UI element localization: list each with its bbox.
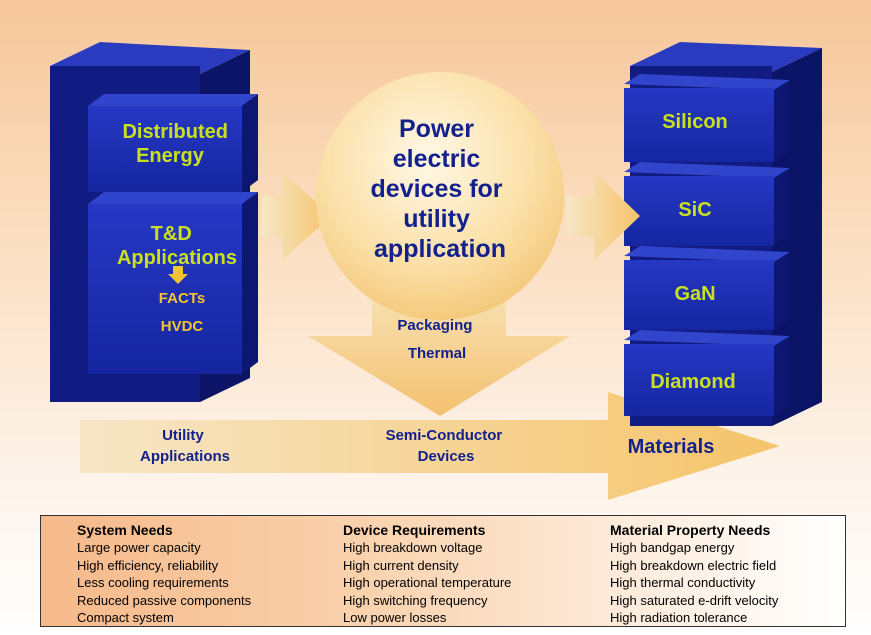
list-item: Less cooling requirements [77, 575, 229, 590]
diamond-label: Diamond [650, 371, 736, 393]
list-item: High efficiency, reliability [77, 557, 219, 573]
system-needs-column: System Needs Large power capacity High e… [77, 521, 251, 627]
sic-label: SiC [678, 199, 711, 221]
gan-label: GaN [674, 283, 715, 305]
materials-label: Materials [628, 436, 715, 458]
arrow-left-to-center [262, 172, 332, 260]
packaging-label: Packaging Thermal [397, 317, 476, 362]
left-stack [50, 42, 258, 402]
facts-label: FACTs [159, 290, 205, 307]
hvdc-label: HVDC [161, 318, 204, 335]
arrow-center-to-right [566, 172, 640, 260]
list-item: Large power capacity [77, 540, 201, 555]
silicon-label: Silicon [662, 111, 728, 133]
list-item: Reduced passive components [77, 592, 252, 608]
list-item: High switching frequency [343, 592, 488, 608]
list-item: High bandgap energy [610, 540, 735, 555]
list-item: High breakdown electric field [610, 557, 777, 573]
materials-arrow [80, 392, 780, 500]
center-circle [316, 72, 564, 320]
column-header: System Needs [77, 522, 173, 538]
column-header: Material Property Needs [610, 522, 771, 538]
column-header: Device Requirements [343, 522, 486, 538]
distributed-energy-label: Distributed Energy [122, 121, 233, 167]
material-property-needs-column: Material Property Needs High bandgap ene… [610, 521, 778, 627]
list-item: High operational temperature [343, 575, 512, 590]
needs-table: System Needs Large power capacity High e… [40, 515, 846, 627]
right-stack [624, 42, 822, 426]
list-item: High radiation tolerance [610, 610, 748, 625]
center-title: Power electric devices for utility appli… [371, 115, 510, 263]
list-item: Compact system [77, 610, 174, 625]
device-requirements-column: Device Requirements High breakdown volta… [343, 521, 511, 627]
semiconductor-devices-label: Semi-Conductor Devices [386, 427, 507, 465]
td-applications-label: T&D Applications [117, 223, 237, 269]
list-item: High thermal conductivity [610, 575, 756, 590]
list-item: High saturated e-drift velocity [610, 592, 779, 608]
list-item: High current density [343, 557, 459, 573]
packaging-arrow [308, 300, 570, 416]
down-arrow-icon [168, 266, 188, 284]
list-item: High breakdown voltage [343, 540, 483, 555]
list-item: Low power losses [343, 610, 447, 625]
utility-applications-label: Utility Applications [140, 427, 230, 465]
